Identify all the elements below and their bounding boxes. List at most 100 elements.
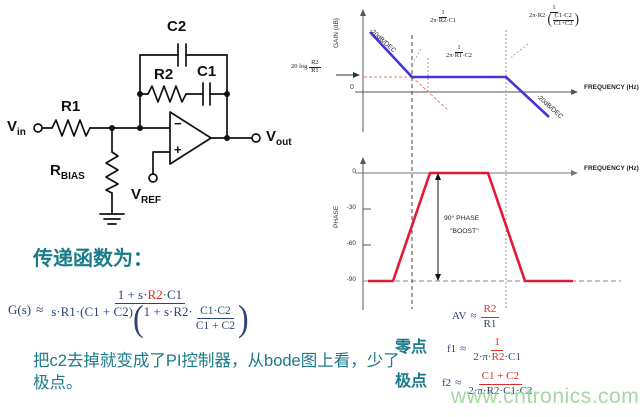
vin-sub: in bbox=[17, 127, 26, 138]
label-c2: C2 bbox=[167, 18, 187, 35]
zero-num: 1 bbox=[491, 336, 503, 351]
gs-lhs: G(s) bbox=[8, 302, 32, 318]
pole-inner-num: C1·C2 bbox=[552, 11, 574, 21]
leader-pole bbox=[508, 43, 529, 60]
zero-freq-den: 2π·R2·C1 bbox=[430, 16, 457, 24]
level-prefix: 20 log bbox=[291, 62, 308, 70]
pole-f: f2 bbox=[442, 377, 452, 390]
pole-label: 极点 bbox=[395, 373, 428, 390]
av-den: R1 bbox=[483, 317, 497, 330]
label-vref: VREF bbox=[131, 186, 161, 206]
label-r2: R2 bbox=[154, 66, 174, 83]
gs-numerator: 1 + s·R2·C1 bbox=[114, 287, 186, 304]
av-num: R2 bbox=[480, 303, 500, 318]
pole-paren-open: ( bbox=[547, 9, 552, 27]
leader-zero bbox=[412, 48, 422, 64]
gain-curve bbox=[369, 31, 550, 118]
vout-sub: out bbox=[276, 137, 292, 148]
transfer-function: G(s) ≈ 1 + s·R2·C1 s·R1·(C1 + C2)(1 + s·… bbox=[8, 287, 252, 339]
opamp-minus-sign: − bbox=[174, 116, 182, 131]
capacitor-c2 bbox=[177, 43, 187, 67]
zero-formula: f1 ≈ 1 2·π·R2·C1 bbox=[447, 336, 524, 364]
gain-y-arrow bbox=[360, 9, 366, 16]
phase-tick-0: 0 bbox=[352, 168, 356, 175]
watermark: www.cntronics.com bbox=[451, 385, 640, 408]
av-fraction: R2 R1 bbox=[480, 303, 500, 330]
zero-den-post: ·C1 bbox=[504, 350, 521, 363]
pole-paren-close: ) bbox=[574, 9, 579, 27]
gs-num-pre: 1 + s· bbox=[117, 287, 148, 302]
gain-plot bbox=[336, 9, 578, 150]
pole-fraction: C1 + C2 2·π·R2·C1·C2 bbox=[465, 370, 535, 397]
mid-freq-num: 1 bbox=[455, 44, 463, 53]
level-arrow-head bbox=[353, 72, 360, 78]
label-r1: R1 bbox=[61, 98, 81, 115]
pole-den-pre: 2π·R2· bbox=[529, 11, 548, 19]
zero-label: 零点 bbox=[395, 339, 428, 356]
gs-ifrac-num: C1·C2 bbox=[197, 305, 234, 319]
label-vout: Vout bbox=[266, 128, 292, 148]
junction-fb-right bbox=[224, 91, 230, 97]
label-rbias: RBIAS bbox=[50, 162, 85, 182]
gs-fraction: 1 + s·R2·C1 s·R1·(C1 + C2)(1 + s·R2·C1·C… bbox=[48, 287, 251, 339]
vin-terminal bbox=[33, 123, 43, 133]
capacitor-c1 bbox=[202, 82, 211, 106]
pole-eq: ≈ bbox=[455, 377, 462, 390]
gain-x-arrow bbox=[571, 89, 578, 95]
label-vin: Vin bbox=[7, 118, 26, 138]
pole-num: C1 + C2 bbox=[478, 370, 523, 385]
junction-node-a bbox=[109, 125, 115, 131]
junction-fb-left bbox=[137, 91, 143, 97]
gain-x-axis-label: FREQUENCY (Hz) bbox=[584, 84, 639, 91]
zero-den-r2: R2 bbox=[491, 350, 505, 363]
vref-base: V bbox=[131, 186, 142, 203]
phase-tick-90: -90 bbox=[346, 276, 356, 283]
resistor-r2 bbox=[147, 85, 187, 103]
gs-eq: ≈ bbox=[36, 302, 44, 318]
vin-base: V bbox=[7, 118, 18, 135]
av-label: AV bbox=[452, 310, 467, 323]
pole-formula: f2 ≈ C1 + C2 2·π·R2·C1·C2 bbox=[442, 370, 535, 397]
opamp-plus-sign: + bbox=[174, 142, 182, 157]
phase-curve bbox=[368, 171, 573, 283]
level-den: R1 bbox=[311, 66, 319, 74]
junction-output bbox=[224, 135, 230, 141]
vref-sub: REF bbox=[141, 195, 162, 206]
note-line-2: 极点。 bbox=[33, 374, 83, 392]
ground-symbol bbox=[99, 213, 125, 225]
circuit-schematic bbox=[33, 43, 261, 225]
vref-terminal bbox=[148, 173, 158, 183]
zero-freq-num: 1 bbox=[439, 9, 447, 18]
phase-tick-60: -60 bbox=[346, 240, 356, 247]
gs-den-inner-pre: 1 + s·R2· bbox=[143, 303, 193, 319]
opamp-triangle bbox=[169, 111, 212, 165]
vout-terminal bbox=[251, 133, 261, 143]
av-eq: ≈ bbox=[470, 310, 477, 323]
resistor-rbias bbox=[105, 151, 119, 194]
gain-origin-label: 0 bbox=[350, 84, 354, 91]
pole-inner-den: C1+C2 bbox=[553, 19, 573, 27]
label-c1: C1 bbox=[197, 63, 217, 80]
gain-y-axis-label: GAIN (dB) bbox=[333, 18, 340, 48]
phase-plot bbox=[355, 146, 621, 310]
wire-vref bbox=[152, 151, 171, 175]
gs-paren-open: ( bbox=[132, 296, 144, 339]
gs-ifrac-den: C1 + C2 bbox=[195, 319, 235, 332]
zero-fraction: 1 2·π·R2·C1 bbox=[470, 336, 524, 364]
phase-x-arrow bbox=[571, 170, 578, 176]
level-num: R2 bbox=[309, 59, 321, 68]
zero-f: f1 bbox=[447, 343, 457, 356]
zero-den: 2·π·R2·C1 bbox=[470, 351, 524, 364]
gs-paren-close: ) bbox=[237, 296, 249, 339]
av-formula: AV ≈ R2 R1 bbox=[452, 303, 500, 330]
resistor-r1 bbox=[51, 119, 91, 137]
phase-y-arrow bbox=[360, 157, 366, 164]
transfer-title: 传递函数为： bbox=[33, 248, 153, 270]
phase-tick-30: -30 bbox=[346, 204, 356, 211]
